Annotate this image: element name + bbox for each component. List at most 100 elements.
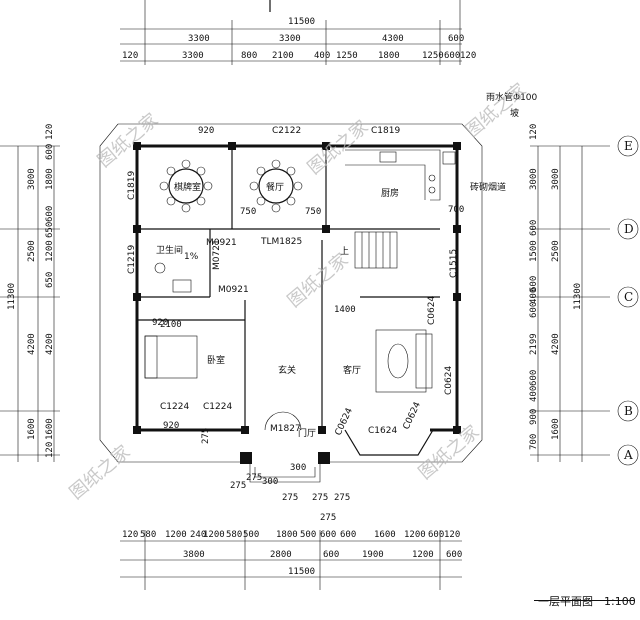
dim-right-row2: 400 <box>529 288 539 304</box>
left-dimension-lines <box>0 145 60 462</box>
grid-label-d: D <box>624 222 634 236</box>
grid-axis-bubbles <box>617 135 639 466</box>
bed <box>144 335 198 379</box>
dim-top-row2: 800 <box>241 51 257 61</box>
drawing-scale: 1:100 <box>604 595 636 608</box>
dim-bottom-row2: 600 <box>446 550 462 560</box>
dim-right-row2: 1500 <box>529 240 539 262</box>
door-label: M1827 <box>270 424 301 434</box>
window-label: C0624 <box>334 406 356 437</box>
dim-top-row2: 1250 <box>422 51 444 61</box>
door-label: M0721 <box>212 239 222 270</box>
window-label: C0624 <box>444 366 454 395</box>
title-underline <box>534 600 634 601</box>
room-bathroom: 卫生间 <box>156 244 183 256</box>
room-chess: 棋牌室 <box>174 181 201 193</box>
dim-right-row1: 4200 <box>551 333 561 355</box>
door-label: TLM1825 <box>260 237 302 247</box>
dim-left-row1: 2500 <box>27 240 37 262</box>
dim-left-row2: 600 <box>45 206 55 222</box>
dim-right-row2: 600 <box>529 220 539 236</box>
dim-misc: 2100 <box>160 320 182 330</box>
window-label: C1515 <box>449 249 459 278</box>
dim-top-row2: 3300 <box>182 51 204 61</box>
label-slope-ratio: 1% <box>184 252 199 262</box>
dim-left-row1: 3000 <box>27 168 37 190</box>
dim-left-row1: 1600 <box>27 418 37 440</box>
dim-right-row1: 2500 <box>551 240 561 262</box>
room-kitchen: 厨房 <box>381 187 399 199</box>
dim-left-row2: 120 <box>45 442 55 458</box>
dim-top-row1: 3300 <box>188 34 210 44</box>
grid-label-a: A <box>623 448 633 462</box>
right-dimension-lines <box>530 145 610 462</box>
room-porch: 门厅 <box>298 427 316 439</box>
dim-bottom-row1: 1200 <box>404 530 426 540</box>
dim-bottom-row1: 500 <box>300 530 316 540</box>
dim-left-row2: 1600 <box>45 418 55 440</box>
label-chimney: 砖砌烟道 <box>470 181 506 193</box>
room-bedroom: 卧室 <box>207 354 225 366</box>
dim-bottom-row1: 500 <box>243 530 259 540</box>
dim-left-row1: 4200 <box>27 333 37 355</box>
grid-label-e: E <box>624 139 633 153</box>
dim-left-row2: 600 <box>45 144 55 160</box>
dim-porch: 275 <box>246 473 262 483</box>
dim-bottom-row2: 2800 <box>270 550 292 560</box>
dim-porch: 300 <box>290 463 306 473</box>
dim-stair-step: 275 <box>201 428 211 444</box>
interior-walls <box>137 146 440 430</box>
roof-outline <box>99 123 483 463</box>
dim-left-row2: 4200 <box>45 333 55 355</box>
dim-bottom-row1: 1200 <box>203 530 225 540</box>
staircase <box>354 231 398 269</box>
dim-bottom-row2: 1200 <box>412 550 434 560</box>
kitchen-counter <box>345 149 456 201</box>
dim-right-row2: 600 <box>529 370 539 386</box>
label-stair-up: 上 <box>340 246 349 257</box>
dim-porch: 275 <box>312 493 328 503</box>
room-living: 客厅 <box>343 364 361 376</box>
dim-bottom-row1: 120 <box>122 530 138 540</box>
dim-right-row1: 1600 <box>551 418 561 440</box>
window-label: C0624 <box>402 400 424 431</box>
dim-bottom-row1: 600 <box>340 530 356 540</box>
dim-top-row2: 600 <box>444 51 460 61</box>
entrance-door <box>264 411 302 431</box>
dim-misc: 920 <box>198 126 214 136</box>
dim-top-row2: 1250 <box>336 51 358 61</box>
door-label: M0921 <box>218 285 249 295</box>
window-label: C2122 <box>272 126 301 136</box>
dim-top-row1: 4300 <box>382 34 404 44</box>
dim-right-row2: 120 <box>529 124 539 140</box>
exterior-walls <box>135 144 459 432</box>
dim-misc: 920 <box>152 318 168 328</box>
dim-left-row2: 1800 <box>45 168 55 190</box>
dim-right-row2: 2199 <box>529 333 539 355</box>
drawing-title: 一层平面图 <box>538 595 593 608</box>
dim-misc: 700 <box>448 205 464 215</box>
dim-top-row2: 120 <box>460 51 476 61</box>
dim-left-row2: 650 <box>45 222 55 238</box>
dim-porch: 300 <box>262 477 278 487</box>
dim-bottom-row1: 1800 <box>276 530 298 540</box>
watermark: 图纸之家 <box>284 249 353 311</box>
dim-porch: 275 <box>230 481 246 491</box>
room-dining: 餐厅 <box>266 181 284 193</box>
dim-right-row1: 3000 <box>551 168 561 190</box>
dim-porch: 275 <box>334 493 350 503</box>
dim-top-total: 11500 <box>288 17 315 27</box>
dim-bottom-row2: 600 <box>323 550 339 560</box>
dim-bottom-row2: 1900 <box>362 550 384 560</box>
dim-misc: 1400 <box>334 305 356 315</box>
watermark: 图纸之家 <box>66 441 135 503</box>
bathroom-fixtures <box>154 262 192 293</box>
dim-left-total: 11300 <box>7 283 17 310</box>
dim-top-row2: 2100 <box>272 51 294 61</box>
dim-left-row2: 120 <box>45 124 55 140</box>
dim-top-row2: 1800 <box>378 51 400 61</box>
watermark: 图纸之家 <box>462 79 531 141</box>
dim-right-row2: 900 <box>529 409 539 425</box>
